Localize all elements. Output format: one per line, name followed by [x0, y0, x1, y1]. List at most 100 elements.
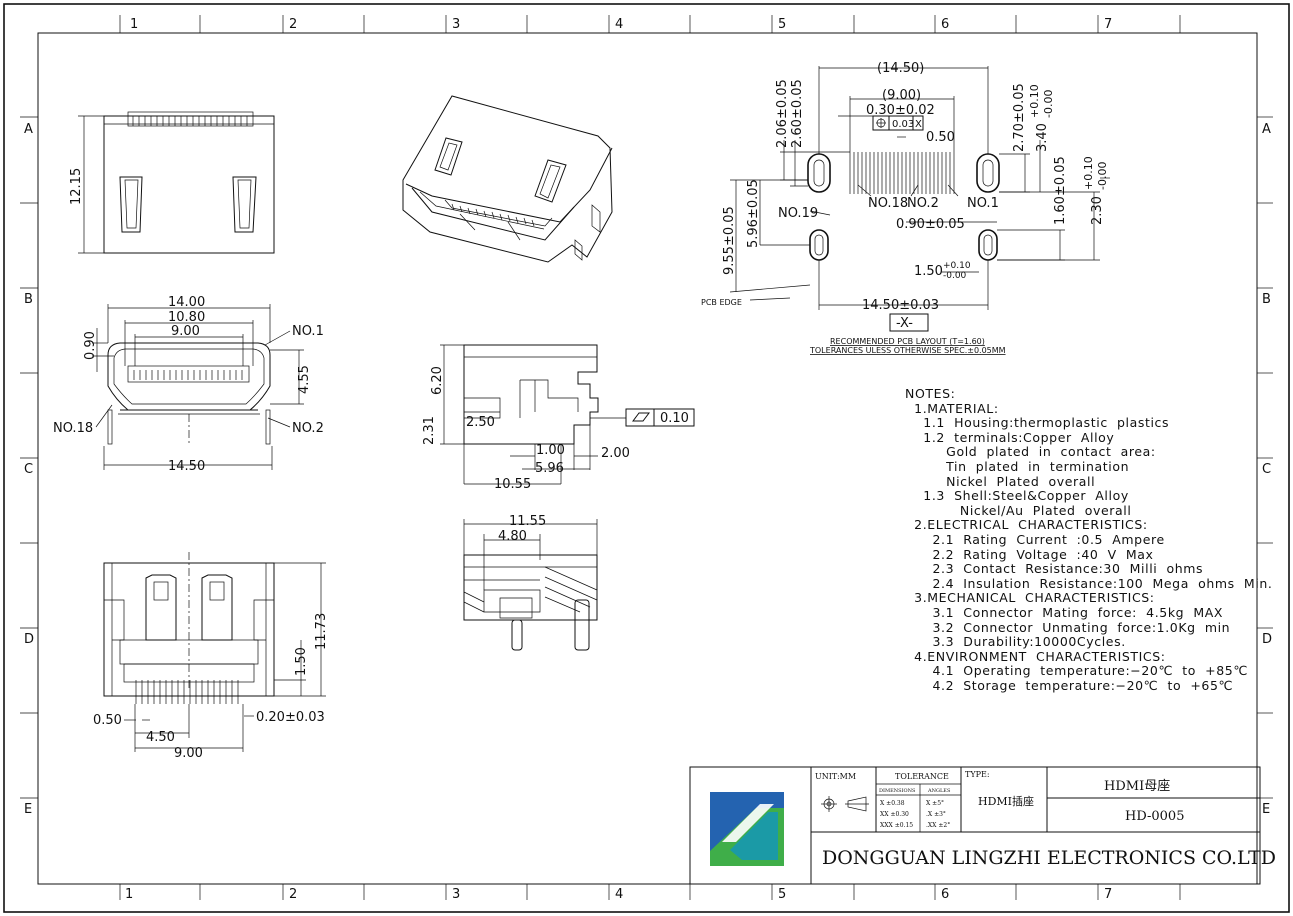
note-line: 1.MATERIAL: [905, 400, 999, 416]
col-label-5-bottom: 5 [778, 887, 786, 902]
label-no2: NO.2 [292, 421, 324, 436]
dim-5-96: 5.96 [535, 461, 564, 476]
dim-0-50: 0.50 [93, 713, 122, 728]
top-view: 12.15 [69, 111, 275, 254]
tol-ang-2: .X ±3° [926, 811, 946, 818]
col-label-1: 1 [130, 17, 138, 32]
row-label-e: E [24, 802, 32, 817]
dim-9-55: 9.55±0.05 [722, 206, 737, 275]
position-tolerance-frame: 0.03 X [872, 115, 924, 131]
tol-dim-3: XXX ±0.15 [880, 822, 913, 829]
row-label-b: B [24, 292, 33, 307]
dim-14-50-ref: (14.50) [877, 61, 924, 76]
label-no1: NO.1 [292, 324, 324, 339]
note-line: 4.1 Operating temperature:−20℃ to +85℃ [905, 663, 1248, 679]
front-view: 14.00 10.80 9.00 0.90 4.55 14.50 NO.1 NO… [53, 295, 324, 474]
dim-11-55: 11.55 [509, 514, 546, 529]
note-line: 2.4 Insulation Resistance:100 Mega ohms … [905, 575, 1273, 591]
dim-2-31: 2.31 [422, 416, 437, 445]
dim-10-55: 10.55 [494, 477, 531, 492]
col-label-5: 5 [778, 17, 786, 32]
dim-3-40-tol-upper: +0.10 [1028, 84, 1041, 118]
flatness-value: 0.10 [660, 411, 689, 426]
pcb-datum-ref: X [915, 119, 922, 130]
dim-9-00-bottom: 9.00 [174, 746, 203, 761]
isometric-view [402, 95, 613, 263]
dim-0-50-pad: 0.50 [926, 130, 955, 145]
col-label-2-bottom: 2 [289, 887, 297, 902]
dim-0-20: 0.20±0.03 [256, 710, 325, 725]
dim-2-50: 2.50 [466, 415, 495, 430]
dim-14-50: 14.50 [168, 459, 205, 474]
type-label: TYPE: [965, 770, 990, 779]
dim-2-30-tol-lower: -0.00 [1096, 162, 1109, 190]
note-line: 3.2 Connector Unmating force:1.0Kg min [905, 619, 1231, 635]
dim-9-00-ref: (9.00) [882, 88, 921, 103]
type-value: HDMI插座 [978, 794, 1034, 808]
col-label-7: 7 [1104, 17, 1112, 32]
dim-2-06: 2.06±0.05 [775, 79, 790, 148]
bottom-view: 11.73 1.50 0.50 0.20±0.03 4.50 9.00 [93, 552, 329, 761]
dim-10-80: 10.80 [168, 310, 205, 325]
dim-2-60: 2.60±0.05 [790, 79, 805, 148]
note-line: 3.1 Connector Mating force: 4.5kg MAX [905, 604, 1224, 620]
note-line: Nickel Plated overall [905, 473, 1096, 489]
label-pcb-edge: PCB EDGE [701, 298, 742, 307]
note-line: 2.2 Rating Voltage :40 V Max [905, 546, 1154, 562]
title-block: UNIT:MM TOLERANCE DIMENSIONS ANGLES X ±0… [689, 766, 1276, 885]
row-label-d-right: D [1262, 632, 1272, 647]
pcb-caption-1: RECOMMENDED PCB LAYOUT (T=1.60) [830, 337, 985, 346]
note-line: 1.1 Housing:thermoplastic plastics [905, 415, 1170, 431]
dim-2-30: 2.30 [1090, 196, 1105, 225]
dim-2-00: 2.00 [601, 446, 630, 461]
note-line: 1.3 Shell:Steel&Copper Alloy [905, 488, 1129, 504]
col-label-1-bottom: 1 [125, 887, 133, 902]
dim-12-15: 12.15 [69, 168, 84, 205]
company-logo [710, 792, 784, 866]
col-label-6: 6 [941, 17, 949, 32]
part-name: HDMI母座 [1104, 779, 1170, 794]
dim-4-50: 4.50 [146, 730, 175, 745]
dim-4-80: 4.80 [498, 529, 527, 544]
unit-label: UNIT:MM [815, 772, 856, 781]
dim-1-00: 1.00 [536, 443, 565, 458]
tolerance-header: TOLERANCE [895, 772, 949, 781]
dim-9-00: 9.00 [171, 324, 200, 339]
dim-3-40-tol-lower: -0.00 [1042, 90, 1055, 118]
dimensions-header: DIMENSIONS [879, 788, 916, 794]
col-label-2: 2 [289, 17, 297, 32]
col-label-4: 4 [615, 17, 623, 32]
pcb-layout: 0.03 X -X- (14.50) (9.00) 0.30±0.02 0.50… [701, 61, 1110, 355]
row-label-a-right: A [1262, 122, 1271, 137]
row-label-a: A [24, 122, 33, 137]
tol-dim-2: XX ±0.30 [880, 811, 909, 818]
row-label-e-right: E [1262, 802, 1270, 817]
note-line: 4.ENVIRONMENT CHARACTERISTICS: [905, 648, 1166, 664]
dim-14-00: 14.00 [168, 295, 205, 310]
col-label-3: 3 [452, 17, 460, 32]
col-label-6-bottom: 6 [941, 887, 949, 902]
projection-symbol-icon [821, 796, 869, 812]
note-line: Tin plated in termination [905, 458, 1130, 474]
col-label-4-bottom: 4 [615, 887, 623, 902]
tol-ang-3: .XX ±2° [926, 822, 950, 829]
dim-14-50-pcb: 14.50±0.03 [862, 298, 939, 313]
tol-dim-1: X ±0.38 [880, 800, 905, 807]
pcb-caption-2: TOLERANCES ULESS OTHERWISE SPEC.±0.05MM [809, 346, 1006, 355]
dim-3-40: 3.40 [1035, 123, 1050, 152]
company-name: DONGGUAN LINGZHI ELECTRONICS CO.LTD [822, 847, 1276, 869]
note-line: 2.3 Contact Resistance:30 Milli ohms [905, 561, 1204, 577]
note-line: NOTES: [905, 386, 956, 401]
dim-2-70: 2.70±0.05 [1012, 83, 1027, 152]
dim-1-50-pad: 1.50 [914, 264, 943, 279]
dim-4-55: 4.55 [297, 365, 312, 394]
pcb-pos-tol: 0.03 [892, 119, 914, 130]
note-line: Nickel/Au Plated overall [905, 502, 1132, 518]
label-no2-pcb: NO.2 [907, 196, 939, 211]
dim-1-60: 1.60±0.05 [1053, 156, 1068, 225]
notes-block: NOTES: 1.MATERIAL: 1.1 Housing:thermopla… [905, 386, 1273, 693]
pcb-datum-box: -X- [896, 316, 913, 331]
section-view: 11.55 4.80 [463, 514, 598, 651]
dim-11-73: 11.73 [314, 613, 329, 650]
